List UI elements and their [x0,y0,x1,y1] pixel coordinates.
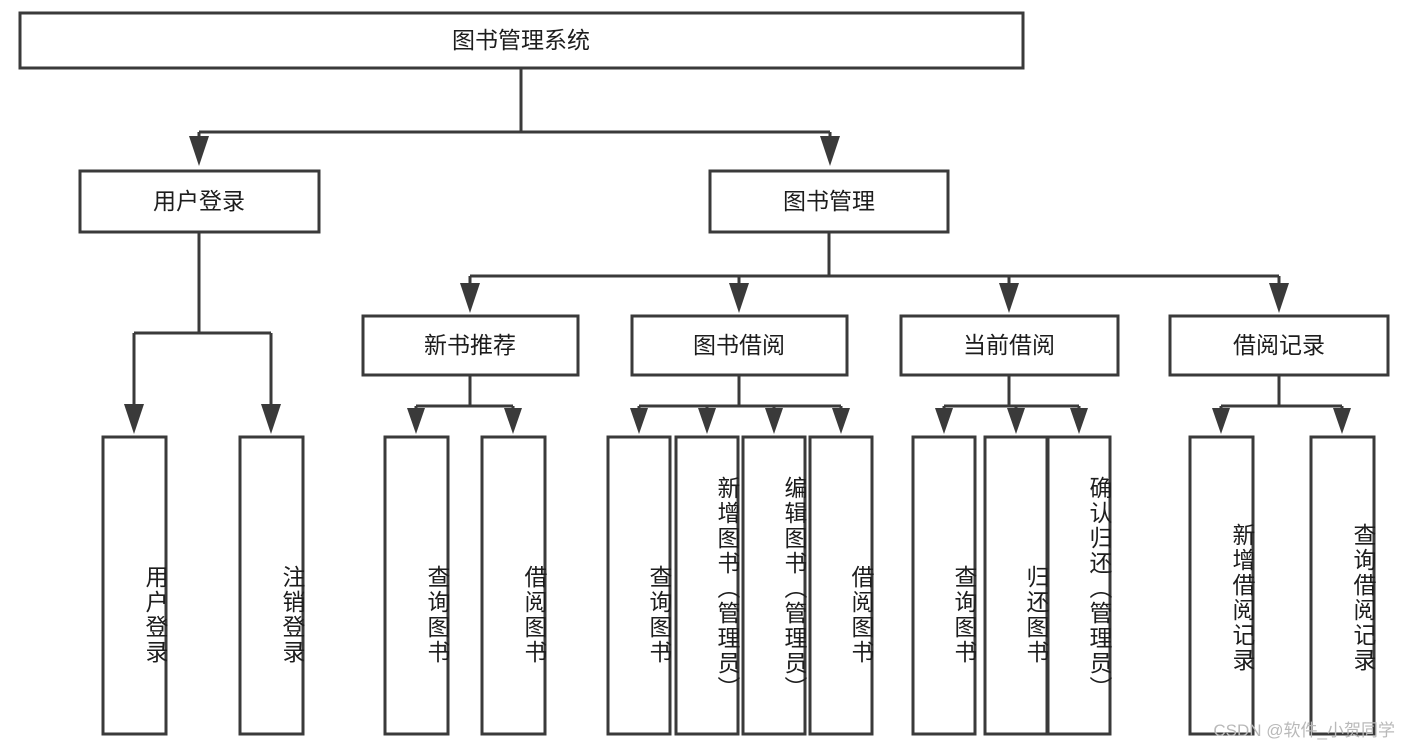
node-new-book-recommend-label: 新书推荐 [424,332,516,358]
node-book-management[interactable]: 图书管理 [708,169,950,234]
arrow-head-icon-bookmgmt-4 [1269,283,1289,313]
arrow-head-icon-userlogin-1 [124,404,144,434]
node-current-borrow-label: 当前借阅 [963,332,1055,358]
arrow-head-icon-bookmgmt-1 [460,283,480,313]
leaf-box-borrow-book-rec[interactable] [480,435,547,736]
node-borrow-record-label: 借阅记录 [1233,332,1325,358]
csdn-watermark: CSDN @软件_小贺同学 [1213,721,1395,740]
arrow-head-icon-bookborrow-4 [832,408,850,434]
leaf-box-borrow-book[interactable] [808,435,874,736]
node-root-label: 图书管理系统 [452,27,590,53]
leaf-box-add-book-admin[interactable] [674,435,740,736]
arrow-head-icon-userlogin-2 [261,404,281,434]
leaf-box-query-book-current[interactable] [911,435,977,736]
node-root[interactable]: 图书管理系统 [18,11,1025,70]
leaf-box-return-book[interactable] [983,435,1049,736]
arrow-head-icon-currentborrow-1 [935,408,953,434]
arrow-head-icon-bookborrow-3 [765,408,783,434]
arrow-head-icon-root-2 [820,136,840,166]
leaf-box-logout[interactable] [238,435,305,736]
leaf-box-confirm-return-admin[interactable] [1046,435,1112,736]
leaf-box-edit-book-admin[interactable] [741,435,807,736]
arrow-head-icon-newbook-2 [504,408,522,434]
node-user-login[interactable]: 用户登录 [78,169,321,234]
leaf-box-query-book-rec[interactable] [383,435,450,736]
arrow-head-icon-currentborrow-3 [1070,408,1088,434]
leaf-box-query-borrow-record[interactable] [1309,435,1376,736]
node-book-borrow[interactable]: 图书借阅 [630,314,849,377]
node-borrow-record[interactable]: 借阅记录 [1168,314,1390,377]
arrow-head-icon-currentborrow-2 [1007,408,1025,434]
arrow-head-icon-borrowrecord-2 [1333,408,1351,434]
node-current-borrow[interactable]: 当前借阅 [899,314,1120,377]
leaf-box-user-login[interactable] [101,435,168,736]
arrow-head-icon-root-1 [189,136,209,166]
node-new-book-recommend[interactable]: 新书推荐 [361,314,580,377]
arrow-head-icon-bookborrow-2 [698,408,716,434]
node-book-borrow-label: 图书借阅 [693,332,785,358]
leaf-box-add-borrow-record[interactable] [1188,435,1255,736]
arrow-head-icon-borrowrecord-1 [1212,408,1230,434]
arrow-head-icon-bookmgmt-3 [999,283,1019,313]
leaf-box-query-book-borrow[interactable] [606,435,672,736]
node-book-management-label: 图书管理 [783,188,875,214]
node-user-login-label: 用户登录 [153,188,245,214]
arrow-head-icon-bookborrow-1 [630,408,648,434]
arrow-head-icon-bookmgmt-2 [729,283,749,313]
arrow-head-icon-newbook-1 [407,408,425,434]
